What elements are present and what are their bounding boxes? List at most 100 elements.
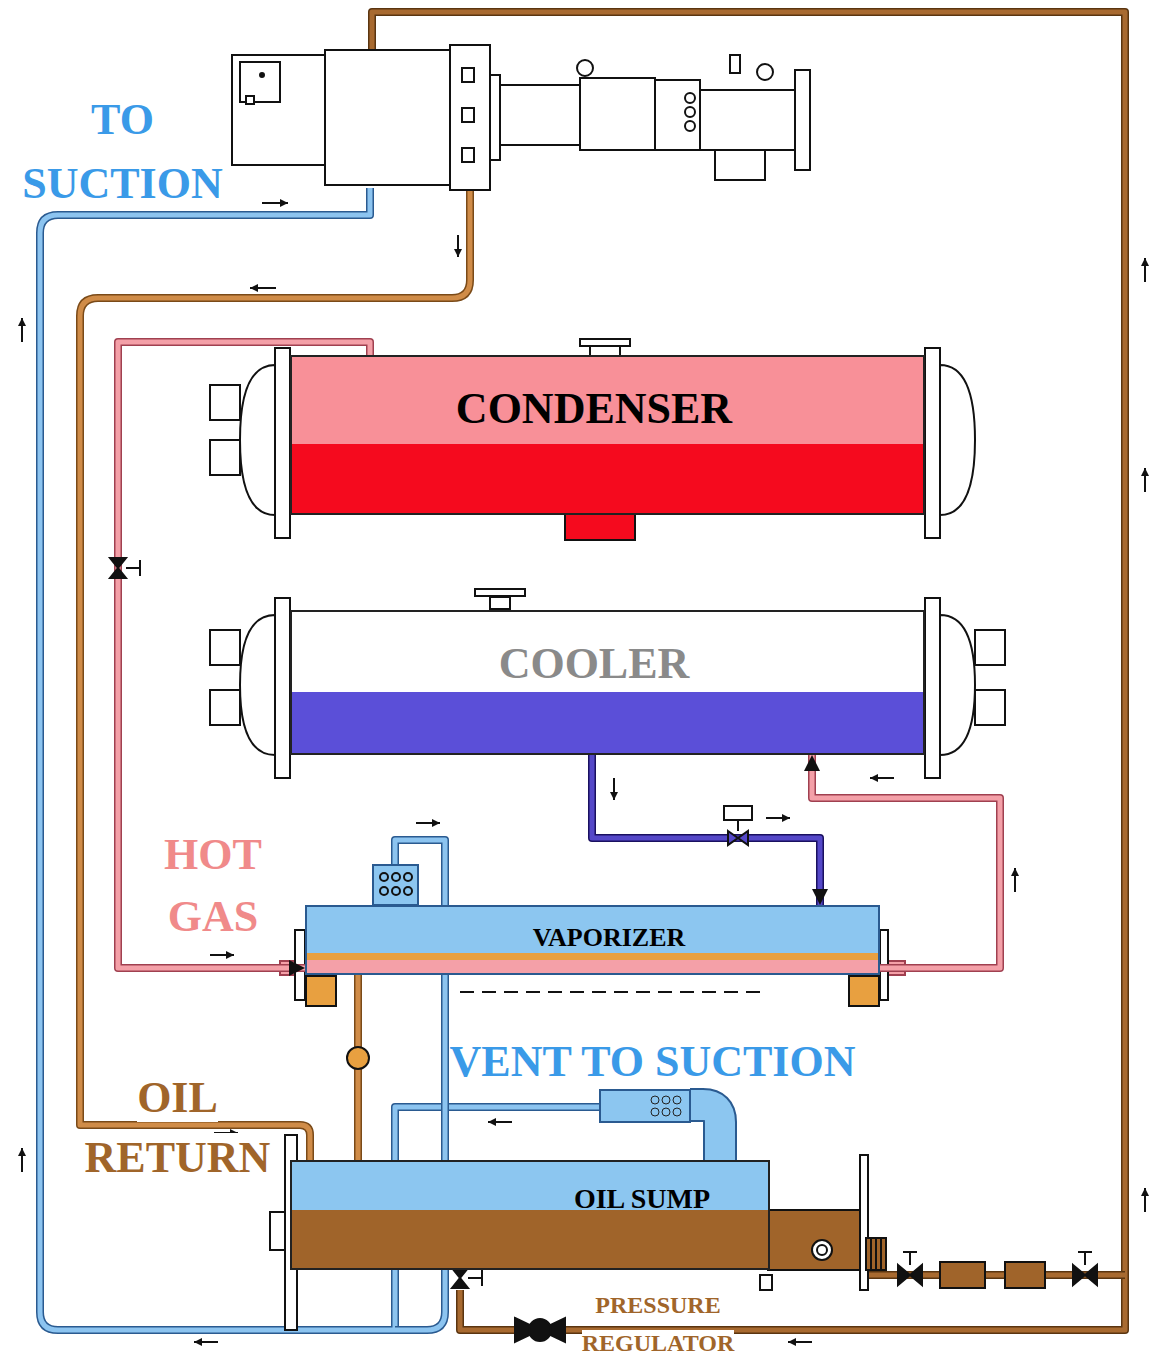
expansion-valve-symbol (728, 831, 748, 845)
vent-elbow (690, 1105, 720, 1162)
oil-sump-vessel: OIL SUMP (290, 1160, 770, 1270)
compressor (685, 121, 695, 131)
condenser-vessel: CONDENSER (290, 355, 925, 515)
pipe-label: OIL RETURN (85, 1073, 271, 1182)
oil-sump-parts (812, 1240, 832, 1260)
compressor (490, 75, 500, 160)
flow-arrows (210, 954, 234, 956)
label-box: HOT GAS (142, 824, 284, 948)
vaporizer-parts (404, 873, 412, 881)
vent-elbow (600, 1090, 690, 1122)
compressor (685, 93, 695, 103)
flow-arrows (766, 817, 790, 819)
oil-sump-parts (817, 1245, 827, 1255)
vaporizer-parts (380, 873, 388, 881)
oil-sump-parts (870, 1238, 872, 1270)
cooler-vessel: COOLER (290, 610, 925, 755)
vessel-name: VAPORIZER (533, 925, 686, 951)
condenser-shell-ends (925, 348, 940, 538)
flow-arrows (613, 778, 615, 800)
vaporizer-parts (280, 865, 905, 1006)
cooler-shell-ends (210, 589, 1005, 778)
sight-glass (347, 1047, 369, 1069)
valve-symbol (1078, 1251, 1092, 1253)
pipe-label: HOT GAS (164, 830, 262, 941)
vaporizer-parts (460, 991, 760, 993)
compressor (500, 85, 580, 145)
expansion-valve-symbol (724, 806, 752, 820)
cooler-shell-ends (210, 630, 240, 665)
valve-symbol (139, 560, 141, 576)
condenser-shell-ends (210, 440, 240, 475)
pipe-label: VENT TO SUCTION (450, 1037, 856, 1086)
compressor (757, 64, 773, 80)
cooler-shell-ends (475, 589, 525, 596)
label-box: OIL RETURN (75, 1068, 280, 1188)
pressure-regulator-symbol (515, 1318, 565, 1342)
cooler-shell-ends (940, 615, 975, 755)
oil-sump-parts (760, 1275, 772, 1290)
pipe-fill (592, 755, 820, 905)
compressor (232, 55, 325, 165)
cooler-shell-ends (210, 690, 240, 725)
pressure-regulator-symbol (529, 1319, 551, 1341)
vessel-name: OIL SUMP (574, 1185, 710, 1213)
label-box: VENT TO SUCTION (425, 1036, 880, 1088)
pipe-connector (592, 755, 820, 905)
vaporizer-parts (392, 873, 400, 881)
compressor (730, 55, 740, 73)
valve-symbol (126, 567, 140, 569)
compressor (260, 73, 264, 77)
compressor (462, 108, 474, 122)
condenser-shell-ends (240, 365, 275, 515)
oil-sump-parts (1005, 1262, 1045, 1288)
valve-symbol (481, 1270, 483, 1286)
oil-sump-parts (940, 1262, 985, 1288)
cooler-shell-ends (925, 598, 940, 778)
sight-glass (347, 1047, 369, 1069)
compressor (232, 45, 810, 190)
flow-arrows (416, 822, 440, 824)
valve-symbol (452, 1268, 468, 1288)
flow-arrows (21, 1148, 23, 1172)
vent-elbow (662, 1096, 670, 1104)
label-box: TO SUCTION (15, 88, 230, 216)
condenser-shell-ends (275, 348, 290, 538)
vent-elbow (600, 1090, 720, 1162)
cooler-shell-ends (490, 597, 510, 609)
flow-arrows (788, 1341, 812, 1343)
pipe-label: PRESSURE REGULATOR (582, 1292, 734, 1356)
flow-arrows (1144, 1188, 1146, 1212)
oil-sump-parts (270, 1212, 285, 1250)
pressure-regulator-symbol (515, 1318, 565, 1342)
condenser-shell-ends (940, 365, 975, 515)
valve-symbol (1084, 1252, 1086, 1265)
flow-arrows (1144, 258, 1146, 282)
vessel-name: CONDENSER (456, 387, 732, 431)
oil-sump-parts (875, 1238, 877, 1270)
flow-arrows (457, 235, 459, 257)
flow-arrows (488, 1121, 512, 1123)
vaporizer-parts (392, 887, 400, 895)
flow-arrows (1144, 468, 1146, 492)
oil-sump-parts (768, 1210, 863, 1270)
label-box: PRESSURE REGULATOR (572, 1286, 744, 1362)
valve-symbol (468, 1277, 482, 1279)
vaporizer-parts (373, 865, 418, 905)
cooler-shell-ends (975, 690, 1005, 725)
compressor (577, 60, 593, 76)
vaporizer-parts (306, 976, 336, 1006)
compressor (795, 70, 810, 170)
compressor (462, 148, 474, 162)
vaporizer-vessel: VAPORIZER (305, 905, 880, 975)
flow-arrows (21, 318, 23, 342)
pipe-label: TO SUCTION (22, 95, 223, 208)
valve-symbol (1073, 1265, 1097, 1285)
compressor (715, 150, 765, 180)
cooler-shell-ends (975, 630, 1005, 665)
vaporizer-parts (380, 887, 388, 895)
cooler-shell-ends (240, 615, 275, 755)
compressor (246, 96, 254, 104)
oil-sump-parts (866, 1238, 886, 1270)
condenser-shell-ends (210, 339, 975, 540)
